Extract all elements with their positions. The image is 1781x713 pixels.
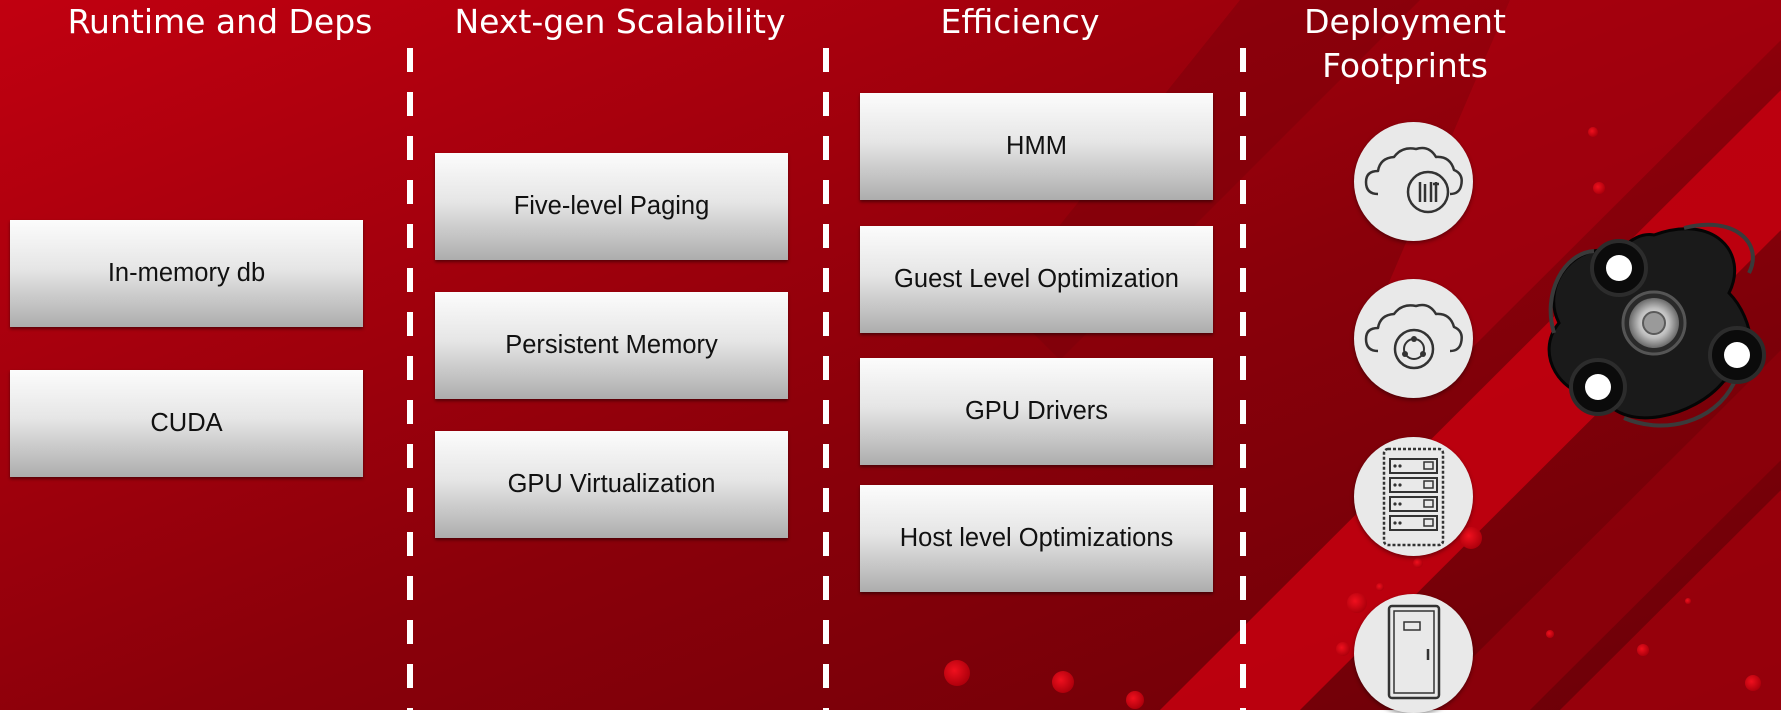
fidget-spinner-icon [1547,222,1766,428]
card-gpu-virtualization: GPU Virtualization [435,431,788,538]
card-five-level-paging: Five-level Paging [435,153,788,260]
column-divider [407,48,413,710]
cloud-network-icon [1354,279,1473,398]
card-host-level-optimizations: Host level Optimizations [860,485,1213,592]
column-heading-deployment-line1: Deployment [1304,2,1506,41]
card-hmm: HMM [860,93,1213,200]
card-in-memory-db: In-memory db [10,220,363,327]
column-divider [1240,48,1246,710]
card-guest-level-optimization: Guest Level Optimization [860,226,1213,333]
card-gpu-drivers: GPU Drivers [860,358,1213,465]
column-heading-runtime: Runtime and Deps [67,2,373,41]
column-heading-deployment-line2: Footprints [1322,46,1488,85]
card-cuda: CUDA [10,370,363,477]
card-persistent-memory: Persistent Memory [435,292,788,399]
column-heading-deployment: Deployment Footprints [1255,0,1555,88]
column-divider [823,48,829,710]
column-heading-scalability: Next-gen Scalability [454,2,786,41]
cloud-tools-icon [1354,122,1473,241]
column-heading-efficiency: Efficiency [940,2,1100,41]
cabinet-icon [1354,594,1473,713]
server-rack-icon [1354,437,1473,556]
